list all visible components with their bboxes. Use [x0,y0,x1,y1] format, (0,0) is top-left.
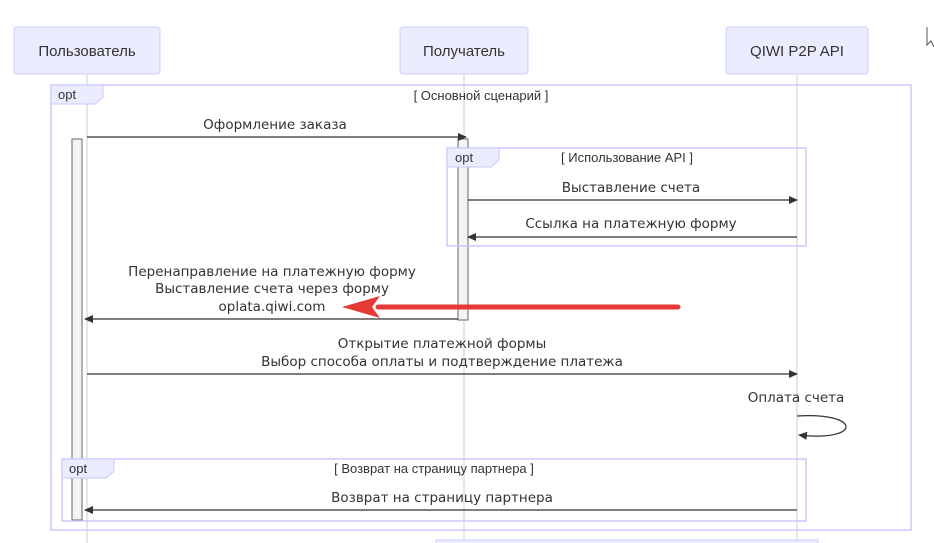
frame-api-use-keyword: opt [455,150,473,165]
message-1-label: Оформление заказа [203,117,347,133]
frame-return-keyword: opt [69,461,87,476]
frame-return: opt [ Возврат на страницу партнера ] [61,458,807,522]
message-6-self-arrow [796,415,847,440]
message-5-line-1: Открытие платежной формы [338,336,547,352]
frame-api-use-condition: [ Использование API ] [561,150,693,165]
frame-api-use: opt [ Использование API ] [446,147,807,247]
frame-main: opt [ Основной сценарий ] [50,84,912,531]
message-4-line-3: oplata.qiwi.com [219,299,326,315]
message-3-label: Ссылка на платежную форму [525,216,736,232]
participant-api: QIWI P2P API [725,26,869,75]
message-6-label: Оплата счета [748,390,845,406]
cursor-icon [926,27,934,48]
highlight-arrow [342,296,681,318]
message-4-line-2: Выставление счета через форму [155,281,389,297]
activation-user [71,138,83,521]
participant-receiver-label: Получатель [423,43,505,60]
message-7-label: Возврат на страницу партнера [331,490,553,506]
message-4-line-1: Перенаправление на платежную форму [128,264,416,280]
message-2-label: Выставление счета [562,180,700,196]
frame-return-condition: [ Возврат на страницу партнера ] [334,461,534,476]
participant-user-label: Пользователь [38,43,136,60]
frame-main-condition: [ Основной сценарий ] [414,88,549,103]
frame-main-keyword: opt [58,87,76,102]
participant-receiver: Получатель [399,26,529,75]
participant-box-bottom [435,539,819,543]
participant-user: Пользователь [13,26,161,75]
participant-api-label: QIWI P2P API [750,43,844,60]
message-5-line-2: Выбор способа оплаты и подтверждение пла… [261,354,623,370]
